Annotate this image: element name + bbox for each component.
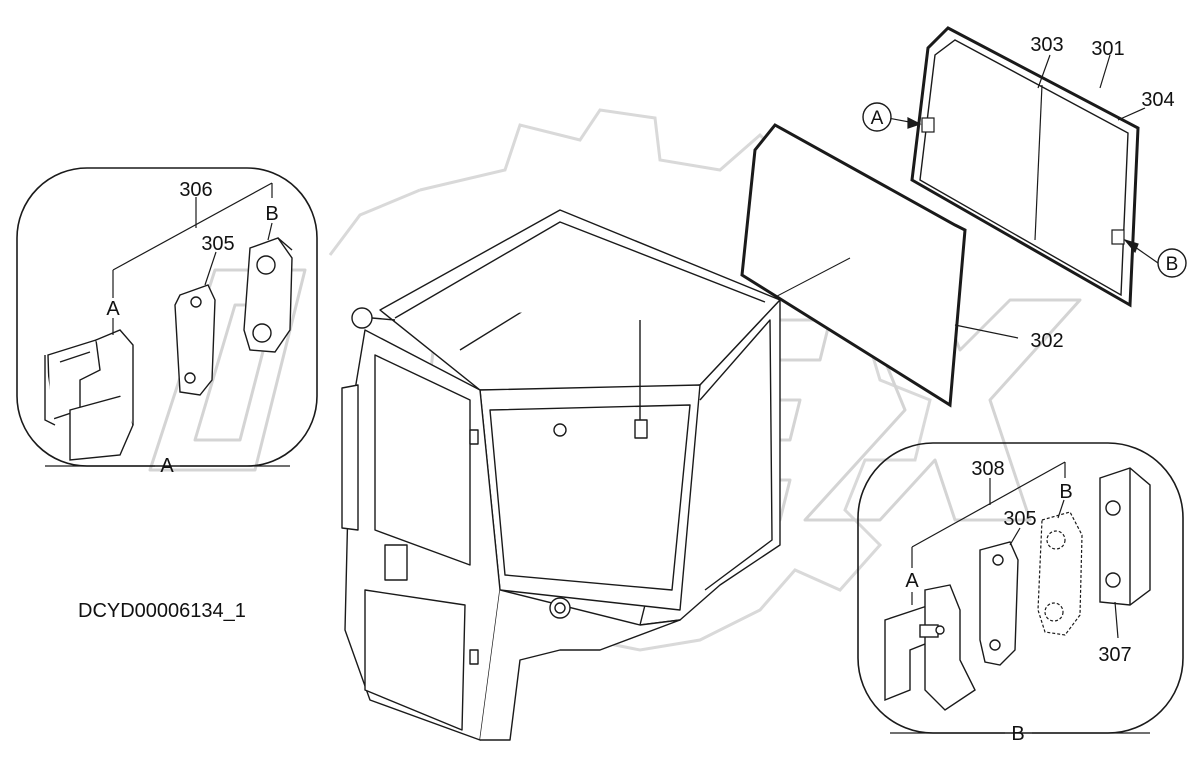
label-306: 306: [179, 179, 212, 201]
label-301: 301: [1091, 38, 1124, 60]
leader-lines-left: [45, 182, 290, 467]
callout-b-left: B: [265, 203, 278, 225]
drawing-code: DCYD00006134_1: [78, 600, 246, 622]
part-307-block: [1099, 467, 1151, 606]
callout-a-top: A: [871, 108, 884, 129]
leader-lines-right: [890, 461, 1150, 734]
part-306-bracket: [44, 329, 134, 461]
part-302-glass: [740, 123, 1019, 408]
part-305-plate-left: [174, 284, 216, 396]
detail-circle-left: [16, 167, 318, 467]
label-305-left: 305: [201, 233, 234, 255]
part-b-bracket-left: [243, 237, 293, 353]
callout-a-left-lower: A: [160, 455, 174, 477]
cab-body: [341, 209, 781, 741]
label-303: 303: [1030, 34, 1063, 56]
callout-b-right-upper: B: [1059, 481, 1072, 503]
callout-a-circle: [862, 102, 892, 132]
callout-a-right-upper: A: [905, 570, 919, 592]
part-305-plate-right: [979, 541, 1019, 666]
leader-lines-window: [887, 54, 1159, 264]
part-308-bracket: [884, 584, 976, 711]
part-b-bracket-right: [1037, 511, 1083, 636]
part-301-window-frame: [910, 26, 1140, 308]
label-308: 308: [971, 458, 1004, 480]
callout-b-right-lower: B: [1011, 723, 1024, 745]
label-302: 302: [1030, 330, 1063, 352]
label-305-right: 305: [1003, 508, 1036, 530]
callout-a-left-upper: A: [106, 298, 120, 320]
callout-b-circle: [1157, 248, 1187, 278]
callout-b-top: B: [1166, 254, 1179, 275]
label-307: 307: [1098, 644, 1131, 666]
label-304: 304: [1141, 89, 1174, 111]
detail-circle-right: [857, 442, 1184, 734]
